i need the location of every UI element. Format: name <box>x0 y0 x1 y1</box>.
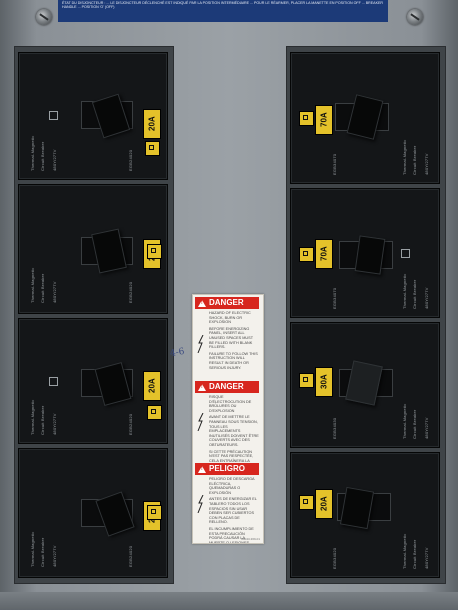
rating-label: 20A <box>143 109 161 139</box>
breaker-fine-print: Thermal-Magnetic <box>30 135 35 171</box>
breaker-fine-print: 480Y/277V <box>424 153 429 175</box>
left-breaker-4: Thermal-Magnetic Circuit Breaker 480Y/27… <box>18 448 168 578</box>
square-d-logo-icon <box>147 505 162 520</box>
right-breaker-3: Thermal-Magnetic Circuit Breaker 480Y/27… <box>290 322 440 448</box>
danger-text-es: PELIGRO DE DESCARGA ELÉCTRICA, QUEMADURA… <box>209 477 257 544</box>
warning-triangle-icon <box>198 383 206 391</box>
label-part-number: 80043-369-01 <box>241 537 260 541</box>
breaker-fine-print: Thermal-Magnetic <box>30 531 35 567</box>
right-breaker-4: Thermal-Magnetic Circuit Breaker 480Y/27… <box>290 452 440 578</box>
breaker-fine-print: Thermal-Magnetic <box>402 403 407 439</box>
square-d-logo-icon <box>299 373 314 388</box>
square-d-logo-icon <box>299 111 314 126</box>
breaker-fine-print: Circuit Breaker <box>412 409 417 439</box>
indicator-box <box>49 111 58 120</box>
breaker-fine-print: Circuit Breaker <box>40 537 45 567</box>
breaker-fine-print: Thermal-Magnetic <box>402 139 407 175</box>
breaker-model: EGB34070 <box>332 287 337 309</box>
square-d-logo-icon <box>147 405 162 420</box>
rating-label: 20A <box>315 489 333 519</box>
breaker-fine-print: Circuit Breaker <box>412 539 417 569</box>
breaker-handle[interactable] <box>354 235 386 275</box>
indicator-box <box>401 249 410 258</box>
screw-icon <box>407 9 423 25</box>
breaker-fine-print: Circuit Breaker <box>412 279 417 309</box>
electric-shock-icon <box>197 413 204 431</box>
danger-header: DANGER <box>195 297 259 309</box>
rating-label: 70A <box>315 105 333 135</box>
handwritten-mark: 4-6 <box>169 346 186 360</box>
breaker-handle[interactable] <box>346 94 384 140</box>
breaker-fine-print: Circuit Breaker <box>412 145 417 175</box>
breaker-fine-print: Circuit Breaker <box>40 141 45 171</box>
rating-label: 30A <box>315 367 333 397</box>
screw-icon <box>36 9 52 25</box>
warning-triangle-icon <box>198 299 206 307</box>
warning-triangle-icon <box>198 465 206 473</box>
electric-shock-icon <box>197 335 204 353</box>
breaker-fine-print: Circuit Breaker <box>40 273 45 303</box>
rating-label: 20A <box>143 371 161 401</box>
indicator-box <box>49 377 58 386</box>
breaker-fine-print: 480Y/277V <box>424 417 429 439</box>
breaker-fine-print: 480Y/277V <box>424 287 429 309</box>
peligro-header: PELIGRO <box>195 463 259 475</box>
breaker-handle[interactable] <box>339 486 375 530</box>
breaker-fine-print: Circuit Breaker <box>40 405 45 435</box>
breaker-fine-print: Thermal-Magnetic <box>30 267 35 303</box>
breaker-handle[interactable] <box>345 360 383 406</box>
danger-text-fr: RISQUE D'ÉLECTROCUTION DE BRÛLURES OU D'… <box>209 395 259 472</box>
breaker-fine-print: 480Y/277V <box>424 547 429 569</box>
danger-text-en: HAZARD OF ELECTRIC SHOCK, BURN OR EXPLOS… <box>209 311 258 370</box>
square-d-logo-icon <box>145 141 160 156</box>
breaker-model: EGB34030 <box>332 417 337 439</box>
instruction-label: ÉTAT DU DISJONCTEUR : ... LE DISJONCTEUR… <box>58 0 388 22</box>
rating-label: 70A <box>315 239 333 269</box>
square-d-logo-icon <box>299 247 314 262</box>
right-breaker-1: Thermal-Magnetic Circuit Breaker 480Y/27… <box>290 52 440 184</box>
breaker-fine-print: 480Y/277V <box>52 545 57 567</box>
left-breaker-1: Thermal-Magnetic Circuit Breaker 480Y/27… <box>18 52 168 180</box>
breaker-handle[interactable] <box>91 228 127 274</box>
breaker-fine-print: Thermal-Magnetic <box>30 399 35 435</box>
right-breaker-2: Thermal-Magnetic Circuit Breaker 480Y/27… <box>290 188 440 318</box>
electric-shock-icon <box>197 495 204 513</box>
left-breaker-2: Thermal-Magnetic Circuit Breaker 480Y/27… <box>18 184 168 314</box>
breaker-fine-print: Thermal-Magnetic <box>402 533 407 569</box>
panel-bottom-edge <box>0 592 458 610</box>
square-d-logo-icon <box>147 244 162 259</box>
square-d-logo-icon <box>299 495 314 510</box>
left-breaker-3: Thermal-Magnetic Circuit Breaker 480Y/27… <box>18 318 168 444</box>
breaker-fine-print: 480Y/277V <box>52 281 57 303</box>
danger-warning-label: DANGER HAZARD OF ELECTRIC SHOCK, BURN OR… <box>192 294 264 544</box>
danger-header: DANGER <box>195 381 259 393</box>
